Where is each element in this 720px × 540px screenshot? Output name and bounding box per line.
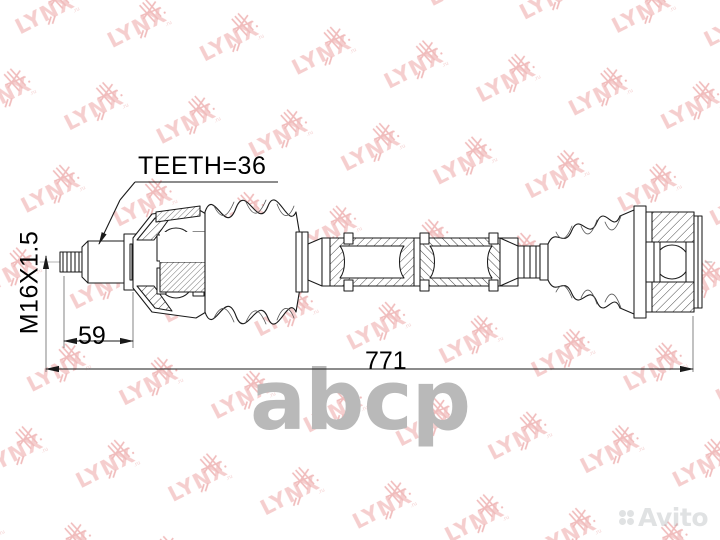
avito-watermark: Avito bbox=[618, 503, 708, 532]
avito-watermark-text: Avito bbox=[638, 503, 708, 532]
avito-dots-icon bbox=[618, 509, 635, 526]
dimension-771-label: 771 bbox=[365, 347, 407, 375]
thread-spec-label: M16X1.5 bbox=[15, 230, 44, 335]
abcp-watermark-text: abcp bbox=[249, 352, 471, 449]
teeth-label: TEETH=36 bbox=[138, 152, 267, 180]
dimension-59-label: 59 bbox=[78, 322, 106, 350]
abcp-watermark: abcp bbox=[0, 352, 720, 449]
